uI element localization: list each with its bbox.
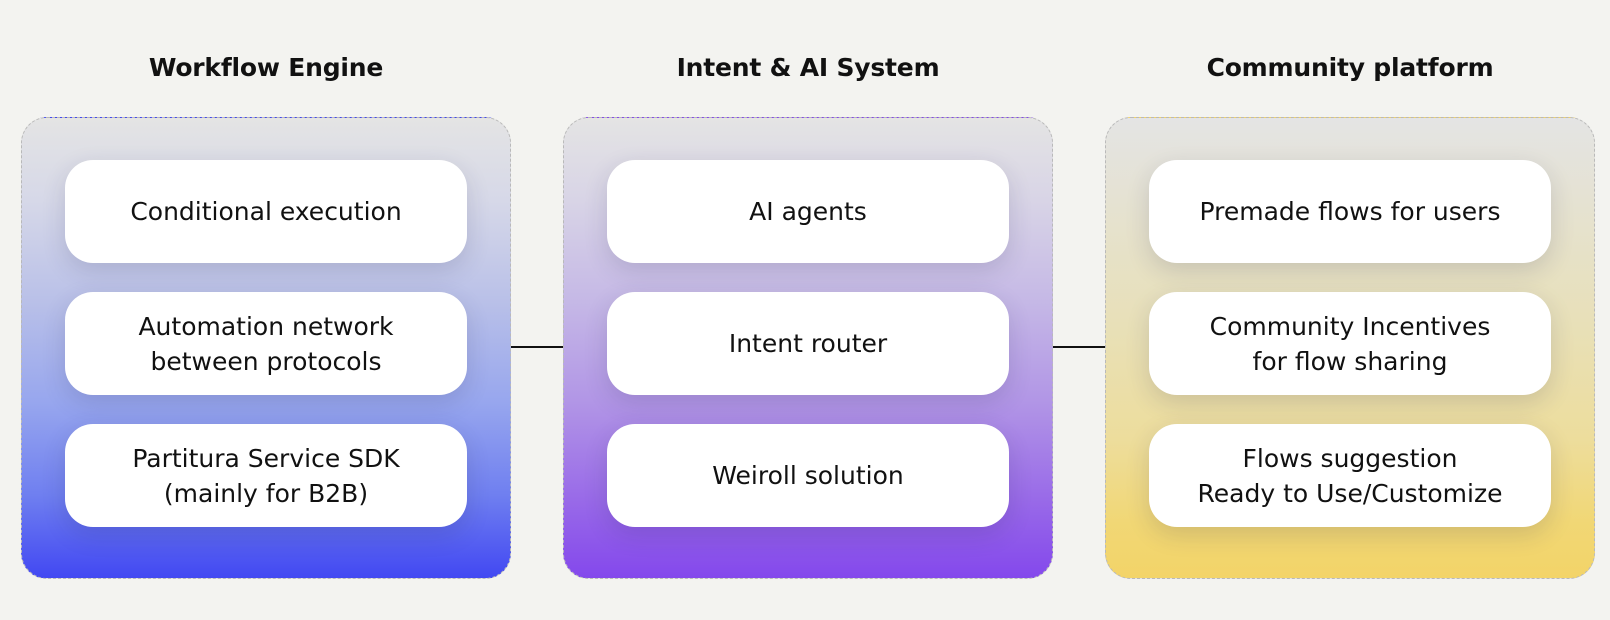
card-flows-suggestion: Flows suggestion Ready to Use/Customize: [1149, 424, 1551, 527]
panel-intent-ai-system: AI agents Intent router Weiroll solution: [563, 117, 1053, 579]
column-title-intent-ai-system: Intent & AI System: [676, 53, 940, 82]
card-weiroll-solution: Weiroll solution: [607, 424, 1009, 527]
card-intent-router: Intent router: [607, 292, 1009, 395]
card-automation-network: Automation network between protocols: [65, 292, 467, 395]
column-title-workflow-engine: Workflow Engine: [148, 53, 384, 82]
panel-community-platform: Premade flows for users Community Incent…: [1105, 117, 1595, 579]
panel-workflow-engine: Conditional execution Automation network…: [21, 117, 511, 579]
connector-line-workflow-to-intent: [511, 346, 563, 348]
card-ai-agents: AI agents: [607, 160, 1009, 263]
card-community-incentives: Community Incentives for flow sharing: [1149, 292, 1551, 395]
column-title-community-platform: Community platform: [1206, 53, 1494, 82]
card-partitura-service-sdk: Partitura Service SDK (mainly for B2B): [65, 424, 467, 527]
card-conditional-execution: Conditional execution: [65, 160, 467, 263]
card-premade-flows: Premade flows for users: [1149, 160, 1551, 263]
connector-line-intent-to-community: [1053, 346, 1105, 348]
